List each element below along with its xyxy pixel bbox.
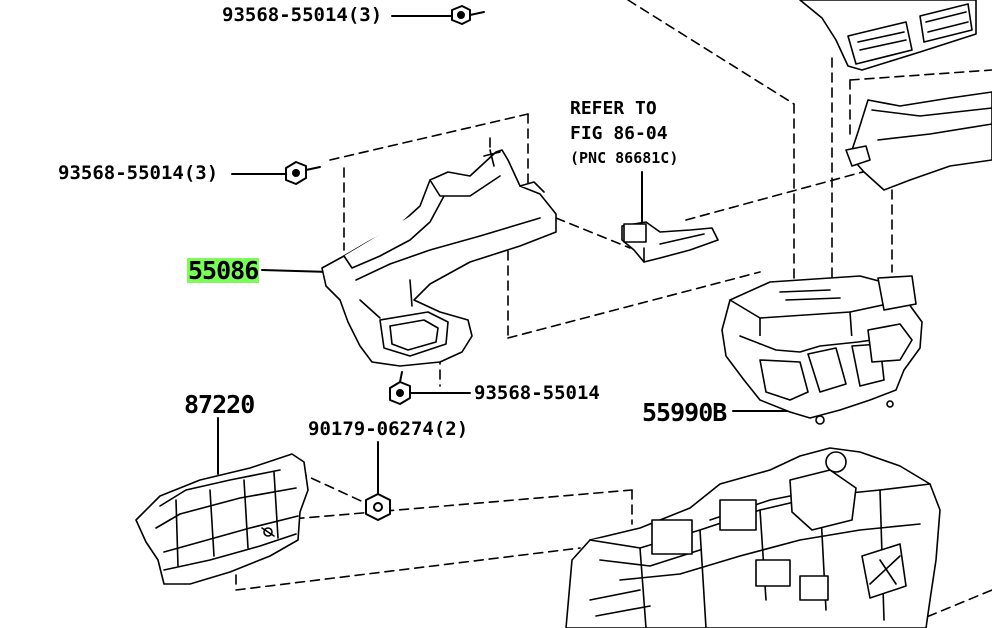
- part-number-label: 87220: [184, 390, 255, 419]
- reference-line: REFER TO: [570, 98, 657, 119]
- reference-note: REFER TO FIG 86-04 (PNC 86681C): [570, 96, 678, 171]
- vent-duct-right: [845, 91, 992, 191]
- part-number-label: 55990B: [642, 398, 727, 427]
- part-number-label: 93568-55014(3): [222, 4, 383, 26]
- bolt-top: [451, 5, 485, 25]
- bracket-ref-part: [621, 221, 719, 263]
- dashed-assembly-lines: [235, 0, 992, 628]
- vent-duct-top-right: [799, 0, 977, 71]
- duct-55086: [321, 149, 557, 367]
- part-number-label: 93568-55014(3): [58, 162, 219, 184]
- leader-lines: [217, 15, 801, 497]
- clip: [365, 493, 391, 521]
- blower-87220: [135, 453, 309, 585]
- part-number-label: 90179-06274(2): [308, 418, 469, 440]
- bolt-lower: [389, 371, 411, 405]
- housing-55990B: [721, 275, 923, 425]
- highlighted-part-number-label[interactable]: 55086: [187, 256, 259, 285]
- reference-line: (PNC 86681C): [570, 149, 679, 167]
- reference-line: FIG 86-04: [570, 123, 668, 144]
- heater-unit-bottom: [565, 447, 941, 628]
- bolt-mid: [285, 161, 321, 185]
- part-number-label: 93568-55014: [474, 382, 600, 404]
